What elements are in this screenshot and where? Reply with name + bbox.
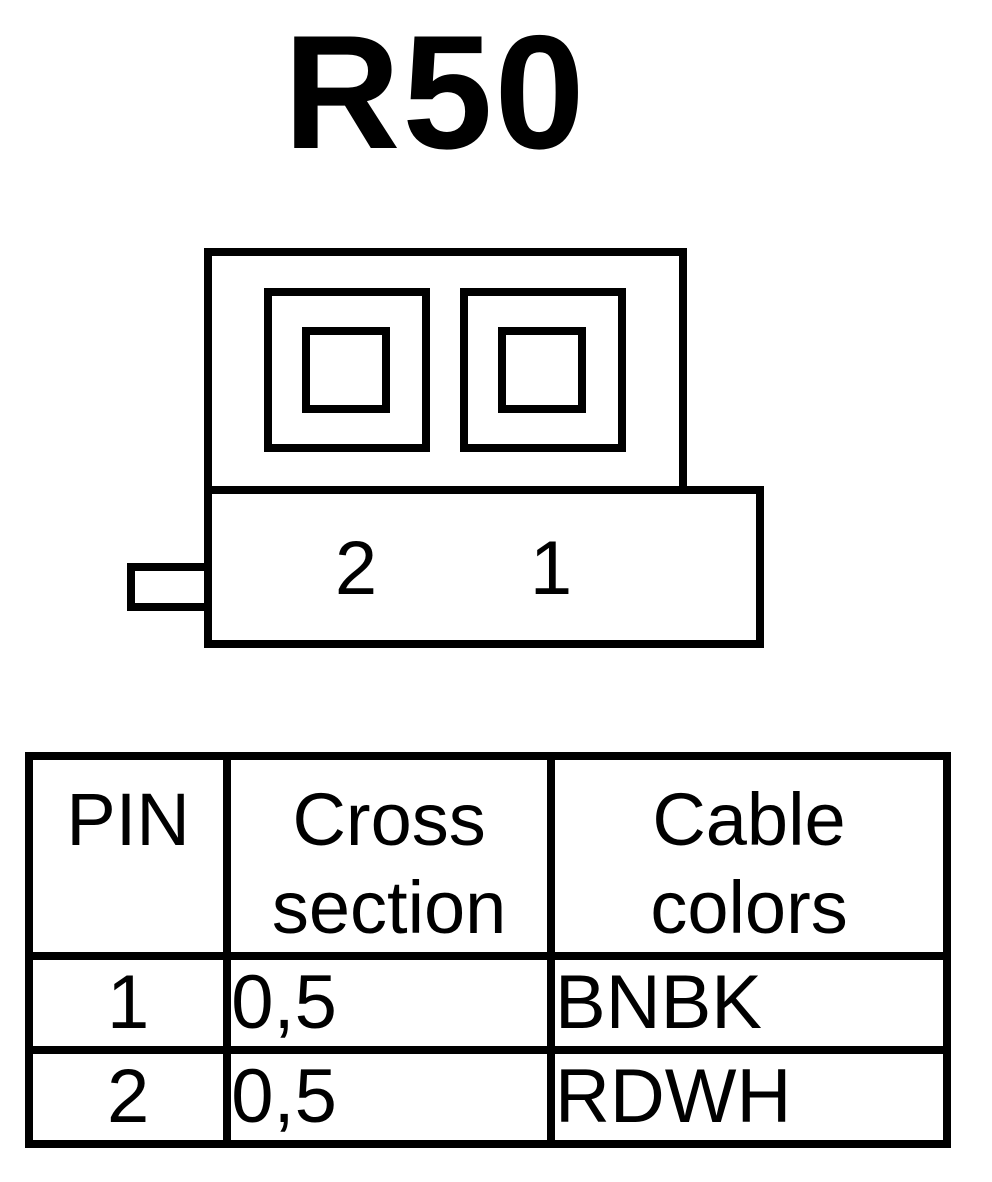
header-cross-section: Cross section <box>223 752 556 960</box>
connector-title: R50 <box>283 2 587 183</box>
connector-housing-bottom <box>204 486 764 648</box>
connector-housing-top <box>204 248 687 490</box>
row-2-pin: 2 <box>24 1046 232 1148</box>
table-row: 1 0,5 BNBK <box>24 952 951 1054</box>
cavity-2-inner <box>302 327 390 413</box>
header-pin: PIN <box>24 752 232 960</box>
pin-assignment-table: PIN Cross section Cable colors 1 0,5 BNB… <box>24 752 951 1148</box>
cavity-1-outer <box>460 288 626 452</box>
row-1-cross-section: 0,5 <box>223 952 556 1054</box>
header-color-line1: Cable <box>652 778 846 861</box>
cavity-2-outer <box>264 288 430 452</box>
row-2-color: RDWH <box>547 1046 951 1148</box>
pin-label-2: 2 <box>335 526 377 611</box>
connector-diagram: 2 1 <box>127 248 764 648</box>
header-cable-colors: Cable colors <box>547 752 951 960</box>
header-pin-label: PIN <box>66 778 190 861</box>
cavity-1-inner <box>498 327 586 413</box>
connector-latch <box>127 563 212 611</box>
header-color-line2: colors <box>650 866 848 949</box>
table-header-row: PIN Cross section Cable colors <box>24 752 951 960</box>
row-2-cross-section: 0,5 <box>223 1046 556 1148</box>
row-1-color: BNBK <box>547 952 951 1054</box>
header-cross-line1: Cross <box>292 778 486 861</box>
pin-label-1: 1 <box>530 526 572 611</box>
row-1-pin: 1 <box>24 952 232 1054</box>
header-cross-line2: section <box>271 866 507 949</box>
table-row: 2 0,5 RDWH <box>24 1046 951 1148</box>
